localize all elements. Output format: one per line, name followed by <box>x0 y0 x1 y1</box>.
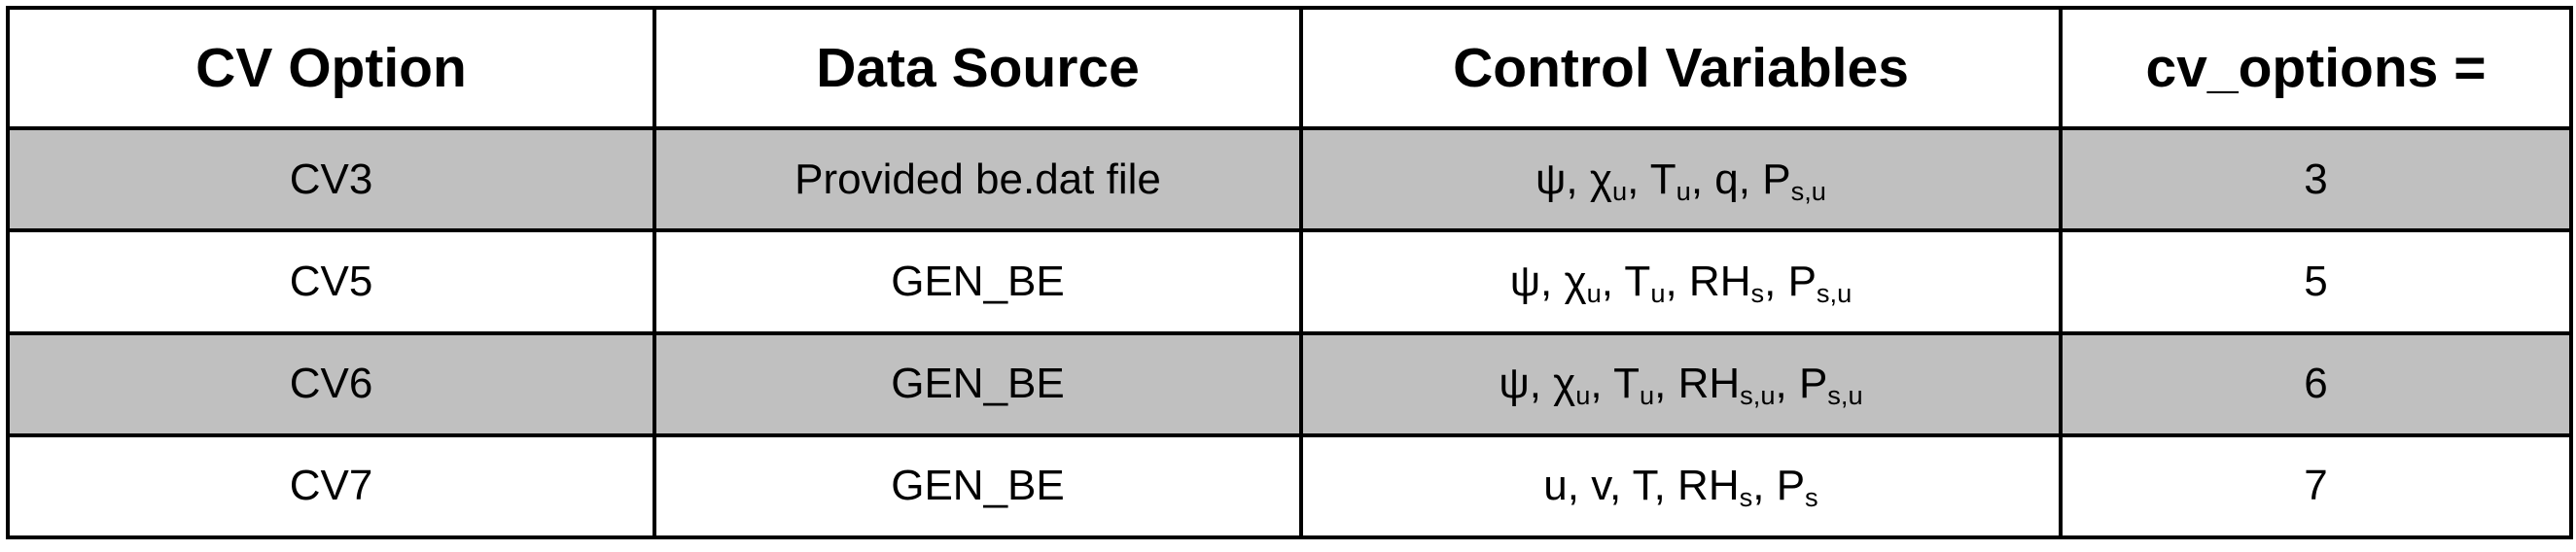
cell-cv-options-value: 3 <box>2059 125 2573 233</box>
variable-text: , T <box>1601 257 1651 305</box>
variable-subscript: s,u <box>1816 277 1853 308</box>
cell-cv-option: CV7 <box>6 432 656 540</box>
variable-text: , T <box>1627 155 1676 203</box>
variable-text: , P <box>1775 360 1828 408</box>
cell-data-source: GEN_BE <box>653 330 1303 437</box>
cv-options-table: CV Option Data Source Control Variables … <box>6 6 2573 540</box>
header-data-source: Data Source <box>653 6 1303 130</box>
cell-data-source: GEN_BE <box>653 228 1303 335</box>
cell-cv-option: CV5 <box>6 228 656 335</box>
variable-text: , T <box>1590 360 1640 408</box>
variable-text: ψ, χ <box>1499 360 1576 408</box>
header-control-variables: Control Variables <box>1299 6 2063 130</box>
cell-control-variables: ψ, χu, Tu, RHs, Ps,u <box>1299 228 2063 335</box>
cell-control-variables: ψ, χu, Tu, q, Ps,u <box>1299 125 2063 233</box>
cell-control-variables: u, v, T, RHs, Ps <box>1299 432 2063 540</box>
variable-text: ψ, χ <box>1509 257 1587 305</box>
cell-cv-options-value: 5 <box>2059 228 2573 335</box>
header-cv-option: CV Option <box>6 6 656 130</box>
cell-cv-option: CV6 <box>6 330 656 437</box>
variable-text: , P <box>1764 257 1817 305</box>
variable-text: , RH <box>1665 257 1751 305</box>
variable-subscript: u <box>1575 379 1591 410</box>
header-cv-options: cv_options = <box>2059 6 2573 130</box>
variable-text: u, v, T, RH <box>1543 462 1740 510</box>
variable-subscript: s,u <box>1827 379 1863 410</box>
variable-subscript: s <box>1805 482 1818 513</box>
variable-subscript: u <box>1639 379 1655 410</box>
variable-subscript: s,u <box>1790 175 1826 206</box>
variable-subscript: u <box>1586 277 1602 308</box>
variable-text: , RH <box>1654 360 1741 408</box>
cell-cv-options-value: 6 <box>2059 330 2573 437</box>
variable-subscript: s,u <box>1740 379 1776 410</box>
variable-subscript: u <box>1611 175 1628 206</box>
cell-control-variables: ψ, χu, Tu, RHs,u, Ps,u <box>1299 330 2063 437</box>
header-row: CV Option Data Source Control Variables … <box>6 6 2573 130</box>
variable-text: , q, P <box>1690 155 1791 203</box>
variable-subscript: s <box>1739 482 1753 513</box>
cell-data-source: GEN_BE <box>653 432 1303 540</box>
variable-text: ψ, χ <box>1535 155 1612 203</box>
variable-subscript: u <box>1650 277 1666 308</box>
variable-subscript: u <box>1676 175 1691 206</box>
variable-subscript: s <box>1750 277 1765 308</box>
cell-data-source: Provided be.dat file <box>653 125 1303 233</box>
cell-cv-options-value: 7 <box>2059 432 2573 540</box>
cell-cv-option: CV3 <box>6 125 656 233</box>
variable-text: , P <box>1752 462 1806 510</box>
